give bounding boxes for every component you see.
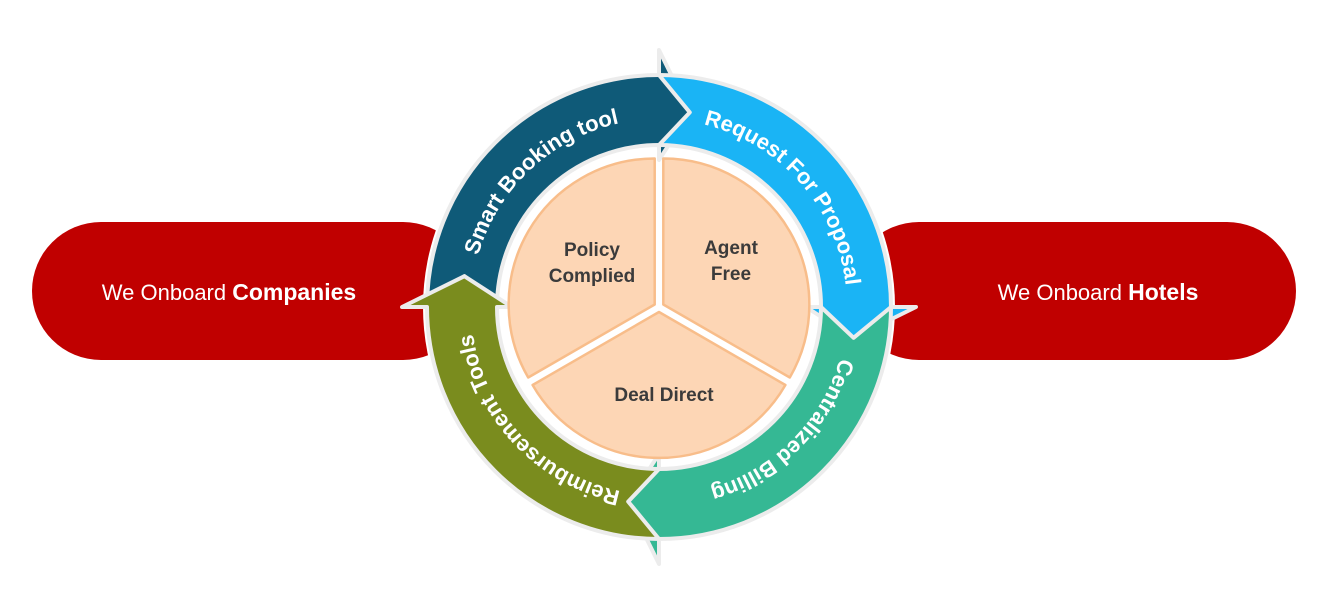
cycle-arrow-request-for-proposal xyxy=(657,73,918,340)
cycle-arrow-smart-booking xyxy=(425,48,692,309)
right-banner-label: We Onboard Hotels xyxy=(998,279,1199,305)
pie-slice-policy-complied xyxy=(507,157,656,379)
pie-slice-agent-free xyxy=(662,157,811,379)
pie-slice-deal-direct xyxy=(531,310,787,460)
pie-label-agent-line2: Free xyxy=(711,264,751,285)
cycle-ring xyxy=(400,48,918,566)
cycle-arrow-centralized-billing xyxy=(626,305,893,566)
pie-label-deal-direct: Deal Direct xyxy=(614,385,714,406)
pie-label-policy-line2: Complied xyxy=(549,266,636,287)
left-banner xyxy=(32,222,472,360)
pie-label-policy-line1: Policy xyxy=(564,240,620,261)
pie-label-agent-line1: Agent xyxy=(704,238,759,259)
cycle-arrow-reimbursement-tools xyxy=(400,274,661,541)
left-banner-label: We Onboard Companies xyxy=(102,279,356,305)
center-pie xyxy=(507,157,811,460)
right-banner xyxy=(850,222,1296,360)
